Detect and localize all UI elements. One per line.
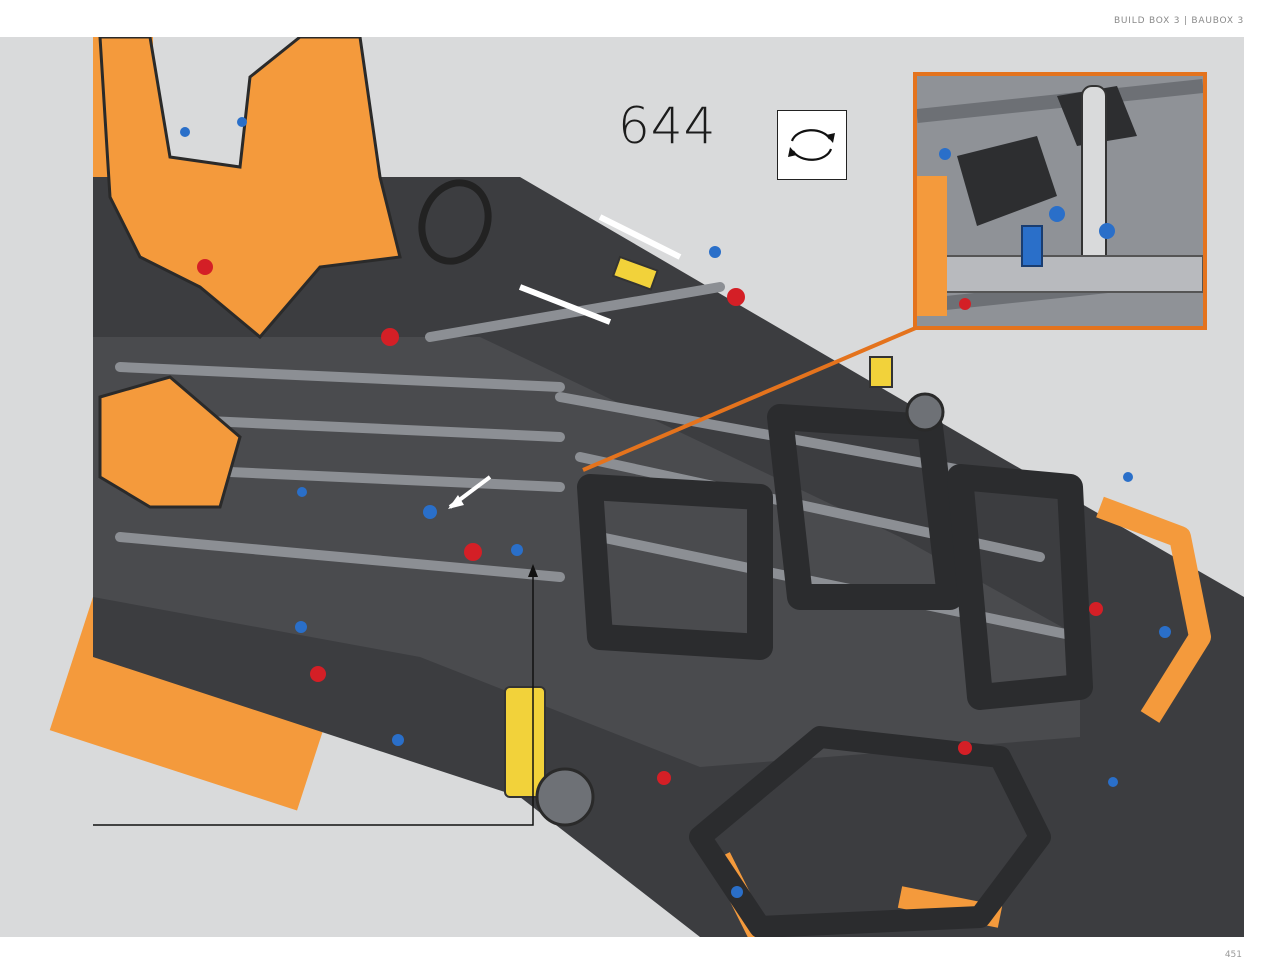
page-header: BUILD BOX 3 | BAUBOX 3 xyxy=(1113,16,1244,26)
rotate-model-icon xyxy=(777,110,847,180)
zoom-callout xyxy=(913,72,1207,330)
model-illustration xyxy=(49,37,1244,937)
callout-connector xyxy=(582,325,919,472)
beam-lines xyxy=(115,282,1085,642)
front-frame xyxy=(577,404,1093,710)
yellow-parts xyxy=(504,255,893,798)
step-number: 644 xyxy=(618,97,717,155)
orange-seats xyxy=(98,37,402,509)
leader-line xyxy=(93,572,534,826)
steering-wheel xyxy=(418,179,492,265)
blue-pins xyxy=(180,117,1171,898)
red-pins xyxy=(197,259,1103,785)
page-number: 451 xyxy=(1224,950,1242,960)
